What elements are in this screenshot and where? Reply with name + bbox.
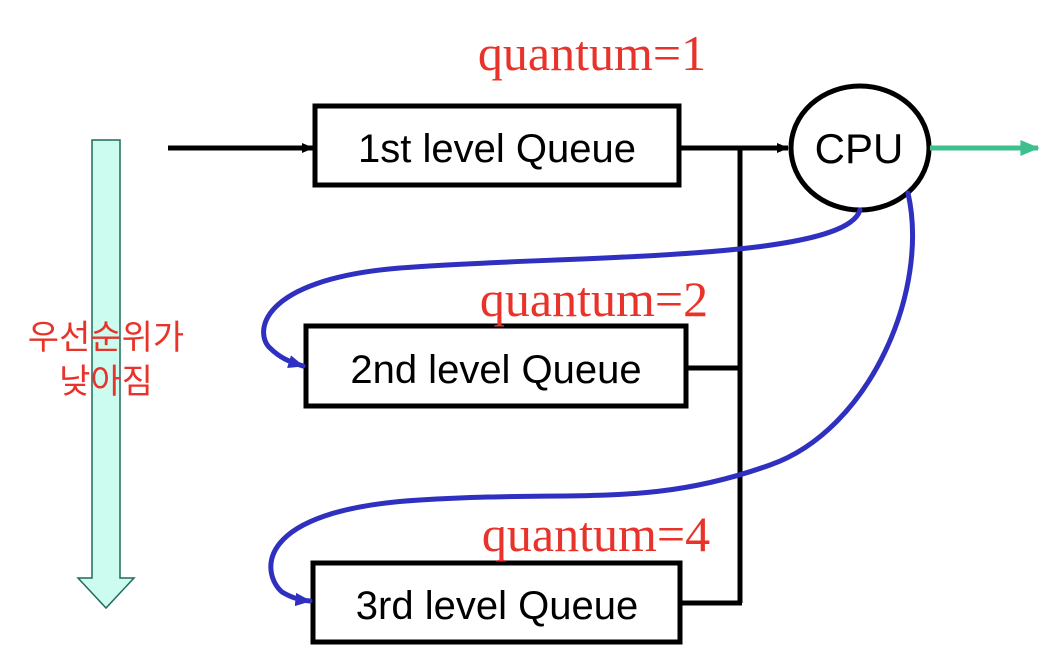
- priority-text-line1: 우선순위가: [28, 318, 184, 358]
- queue1-label: 1st level Queue: [358, 127, 636, 171]
- priority-down-arrow: [76, 139, 136, 610]
- queue3-label: 3rd level Queue: [356, 584, 638, 628]
- priority-text-line2: 낮아짐: [59, 362, 153, 402]
- feedback-arrow-to-queue3: [268, 190, 915, 607]
- queue3-box: [310, 560, 683, 645]
- cpu-label: CPU: [815, 125, 904, 172]
- queue3-quantum-label: quantum=4: [482, 506, 710, 562]
- queue2-box: [303, 323, 689, 409]
- queue2-label: 2nd level Queue: [350, 348, 641, 392]
- queue1-quantum-label: quantum=1: [478, 25, 706, 81]
- queue1-box: [312, 103, 682, 188]
- queue2-quantum-label: quantum=2: [480, 271, 708, 327]
- feedback-arrow-to-queue2: [261, 207, 863, 369]
